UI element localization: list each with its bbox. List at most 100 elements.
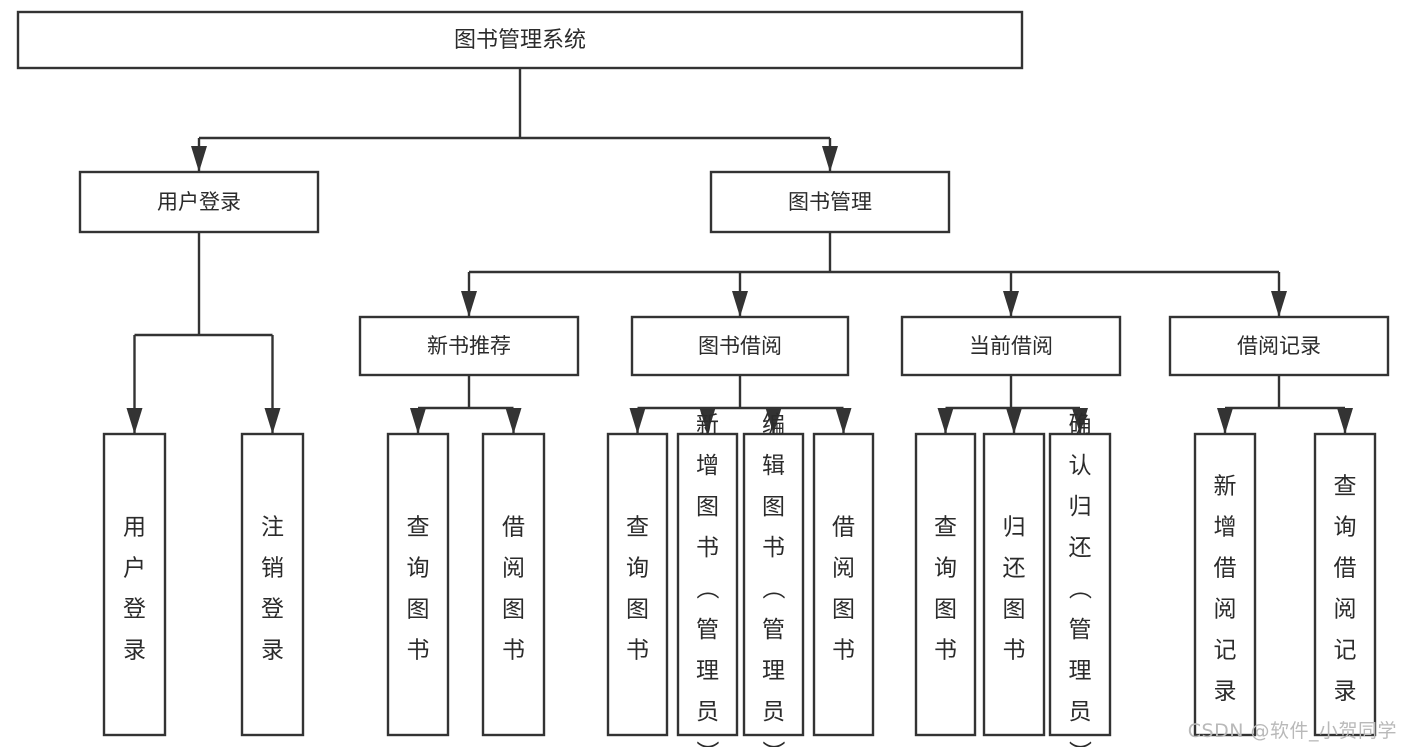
leaf-node-编辑图书管理员-6-char: 图 <box>762 494 785 520</box>
level2-node-当前借阅-label: 当前借阅 <box>969 334 1053 358</box>
level2-node-新书推荐-label: 新书推荐 <box>427 334 511 358</box>
level2-node-图书借阅[interactable]: 图书借阅 <box>630 315 850 377</box>
arrow-head-icon-leaf-新增图书管理员 <box>699 408 716 434</box>
leaf-node-查询图书-8-char: 图 <box>934 596 957 622</box>
leaf-node-查询图书-2-rect[interactable] <box>386 432 450 737</box>
leaf-node-注销登录-1-char: 销 <box>261 555 284 581</box>
level2-node-借阅记录-rect[interactable] <box>1168 315 1390 377</box>
arrow-head-icon-leaf-查询图书 <box>629 408 646 434</box>
leaf-node-用户登录-0[interactable]: 用户登录 <box>102 432 167 737</box>
leaf-node-注销登录-1-rect[interactable] <box>240 432 305 737</box>
leaf-node-用户登录-0-char: 登 <box>123 596 146 622</box>
leaf-node-查询图书-2-char: 查 <box>407 514 430 540</box>
leaf-node-新增图书管理员-5-rect[interactable] <box>676 432 739 737</box>
root-node-图书管理系统-rect[interactable] <box>16 10 1024 70</box>
node-boxes: 图书管理系统用户登录图书管理新书推荐图书借阅当前借阅借阅记录用户登录注销登录查询… <box>16 10 1390 747</box>
leaf-node-确认归还管理员-10-char: （ <box>1066 576 1092 599</box>
leaf-node-借阅图书-7-rect[interactable] <box>812 432 875 737</box>
leaf-node-编辑图书管理员-6-char: 员 <box>762 699 785 725</box>
level1-node-图书管理-rect[interactable] <box>709 170 951 234</box>
leaf-node-查询借阅记录-12-rect[interactable] <box>1313 432 1377 737</box>
leaf-node-新增借阅记录-11-rect[interactable] <box>1193 432 1257 737</box>
level2-node-当前借阅[interactable]: 当前借阅 <box>900 315 1122 377</box>
leaf-node-编辑图书管理员-6-char: ） <box>760 740 786 747</box>
leaf-node-注销登录-1-char: 登 <box>261 596 284 622</box>
leaf-node-借阅图书-7-char: 图 <box>832 596 855 622</box>
leaf-node-用户登录-0-char: 用 <box>123 514 146 540</box>
leaf-node-借阅图书-7-char: 借 <box>832 514 855 540</box>
leaf-node-编辑图书管理员-6-rect[interactable] <box>742 432 805 737</box>
leaf-node-编辑图书管理员-6-char: 辑 <box>762 453 785 479</box>
leaf-node-查询图书-8-rect[interactable] <box>914 432 977 737</box>
level2-node-借阅记录[interactable]: 借阅记录 <box>1168 315 1390 377</box>
level2-node-新书推荐-rect[interactable] <box>358 315 580 377</box>
level1-node-用户登录[interactable]: 用户登录 <box>78 170 320 234</box>
leaf-node-注销登录-1-char: 注 <box>261 514 284 540</box>
level2-node-图书借阅-rect[interactable] <box>630 315 850 377</box>
level1-node-图书管理-label: 图书管理 <box>788 190 872 214</box>
leaf-node-查询图书-4-rect[interactable] <box>606 432 669 737</box>
leaf-node-确认归还管理员-10-char: 认 <box>1069 453 1092 479</box>
level2-node-图书借阅-label: 图书借阅 <box>698 334 782 358</box>
arrow-head-icon-leaf-用户登录 <box>126 408 143 434</box>
leaf-node-借阅图书-3-char: 阅 <box>502 555 525 581</box>
leaf-node-用户登录-0-label: 用户登录 <box>123 514 146 663</box>
arrow-head-icon-leaf-借阅图书 <box>835 408 852 434</box>
leaf-node-确认归还管理员-10-char: 还 <box>1069 535 1092 561</box>
level1-node-用户登录-label: 用户登录 <box>157 190 241 214</box>
leaf-node-归还图书-9-rect[interactable] <box>982 432 1046 737</box>
arrow-head-icon-level2-当前借阅 <box>1003 291 1019 317</box>
leaf-node-查询图书-4-char: 查 <box>626 514 649 540</box>
arrow-head-icon-leaf-查询借阅记录 <box>1337 408 1353 434</box>
level1-node-用户登录-rect[interactable] <box>78 170 320 234</box>
leaf-node-归还图书-9-char: 归 <box>1003 514 1026 540</box>
arrow-head-icon-leaf-借阅图书 <box>505 408 522 434</box>
leaf-node-查询图书-4-char: 询 <box>626 555 649 581</box>
leaf-node-新增图书管理员-5-char: 员 <box>696 699 719 725</box>
arrow-head-icon-leaf-新增借阅记录 <box>1217 408 1233 434</box>
leaf-node-借阅图书-3-rect[interactable] <box>481 432 546 737</box>
leaf-node-新增图书管理员-5-char: 增 <box>696 453 719 479</box>
leaf-node-用户登录-0-rect[interactable] <box>102 432 167 737</box>
arrow-head-icon-leaf-编辑图书管理员 <box>765 408 782 434</box>
leaf-node-注销登录-1-char: 录 <box>261 637 284 663</box>
level2-node-当前借阅-rect[interactable] <box>900 315 1122 377</box>
leaf-node-查询图书-4-char: 图 <box>626 596 649 622</box>
root-node-图书管理系统[interactable]: 图书管理系统 <box>16 10 1024 70</box>
leaf-node-借阅图书-3-char: 书 <box>502 637 525 663</box>
arrow-head-icon-leaf-注销登录 <box>264 408 281 434</box>
leaf-node-编辑图书管理员-6-char: 书 <box>762 535 785 561</box>
arrow-head-icon-level2-图书借阅 <box>732 291 748 317</box>
level1-node-图书管理[interactable]: 图书管理 <box>709 170 951 234</box>
level2-node-新书推荐[interactable]: 新书推荐 <box>358 315 580 377</box>
leaf-node-确认归还管理员-10-char: 管 <box>1069 617 1092 643</box>
leaf-node-用户登录-0-char: 录 <box>123 637 146 663</box>
leaf-node-新增图书管理员-5-char: 理 <box>696 658 719 684</box>
leaf-node-编辑图书管理员-6-char: 编 <box>762 412 785 438</box>
leaf-node-确认归还管理员-10-rect[interactable] <box>1048 432 1112 737</box>
leaf-node-查询图书-8-char: 询 <box>934 555 957 581</box>
leaf-node-归还图书-9-char: 还 <box>1003 555 1026 581</box>
leaf-node-借阅图书-7-char: 阅 <box>832 555 855 581</box>
